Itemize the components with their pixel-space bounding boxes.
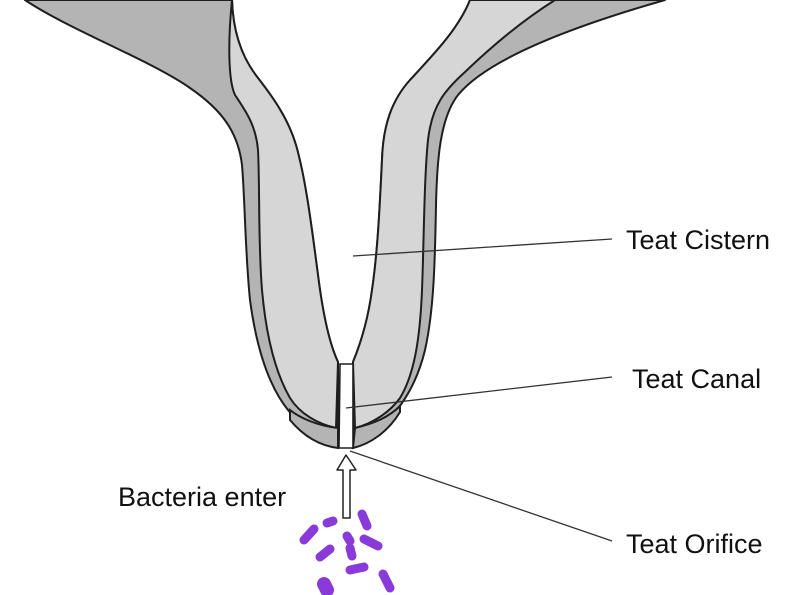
bacterium-rod xyxy=(347,536,350,541)
bacteria-entry-arrow xyxy=(337,455,356,518)
bacterium-rod xyxy=(304,529,314,540)
bacterium-rod xyxy=(350,567,364,570)
bacterium-rod xyxy=(324,584,327,590)
bacterium-rod xyxy=(383,574,390,588)
bacteria-cluster xyxy=(304,514,390,590)
label-teat-cistern: Teat Cistern xyxy=(626,225,770,255)
teat-canal xyxy=(339,364,353,448)
right-wall-inner xyxy=(353,0,555,428)
label-bacteria-enter: Bacteria enter xyxy=(118,482,286,512)
bacterium-rod xyxy=(362,514,367,526)
bacterium-rod xyxy=(350,548,352,556)
label-teat-canal: Teat Canal xyxy=(632,364,761,394)
leader-teat-orifice xyxy=(350,451,612,541)
bacterium-rod xyxy=(320,549,330,557)
bacterium-rod xyxy=(364,539,378,546)
bacterium-rod xyxy=(327,521,333,523)
label-teat-orifice: Teat Orifice xyxy=(626,529,763,559)
